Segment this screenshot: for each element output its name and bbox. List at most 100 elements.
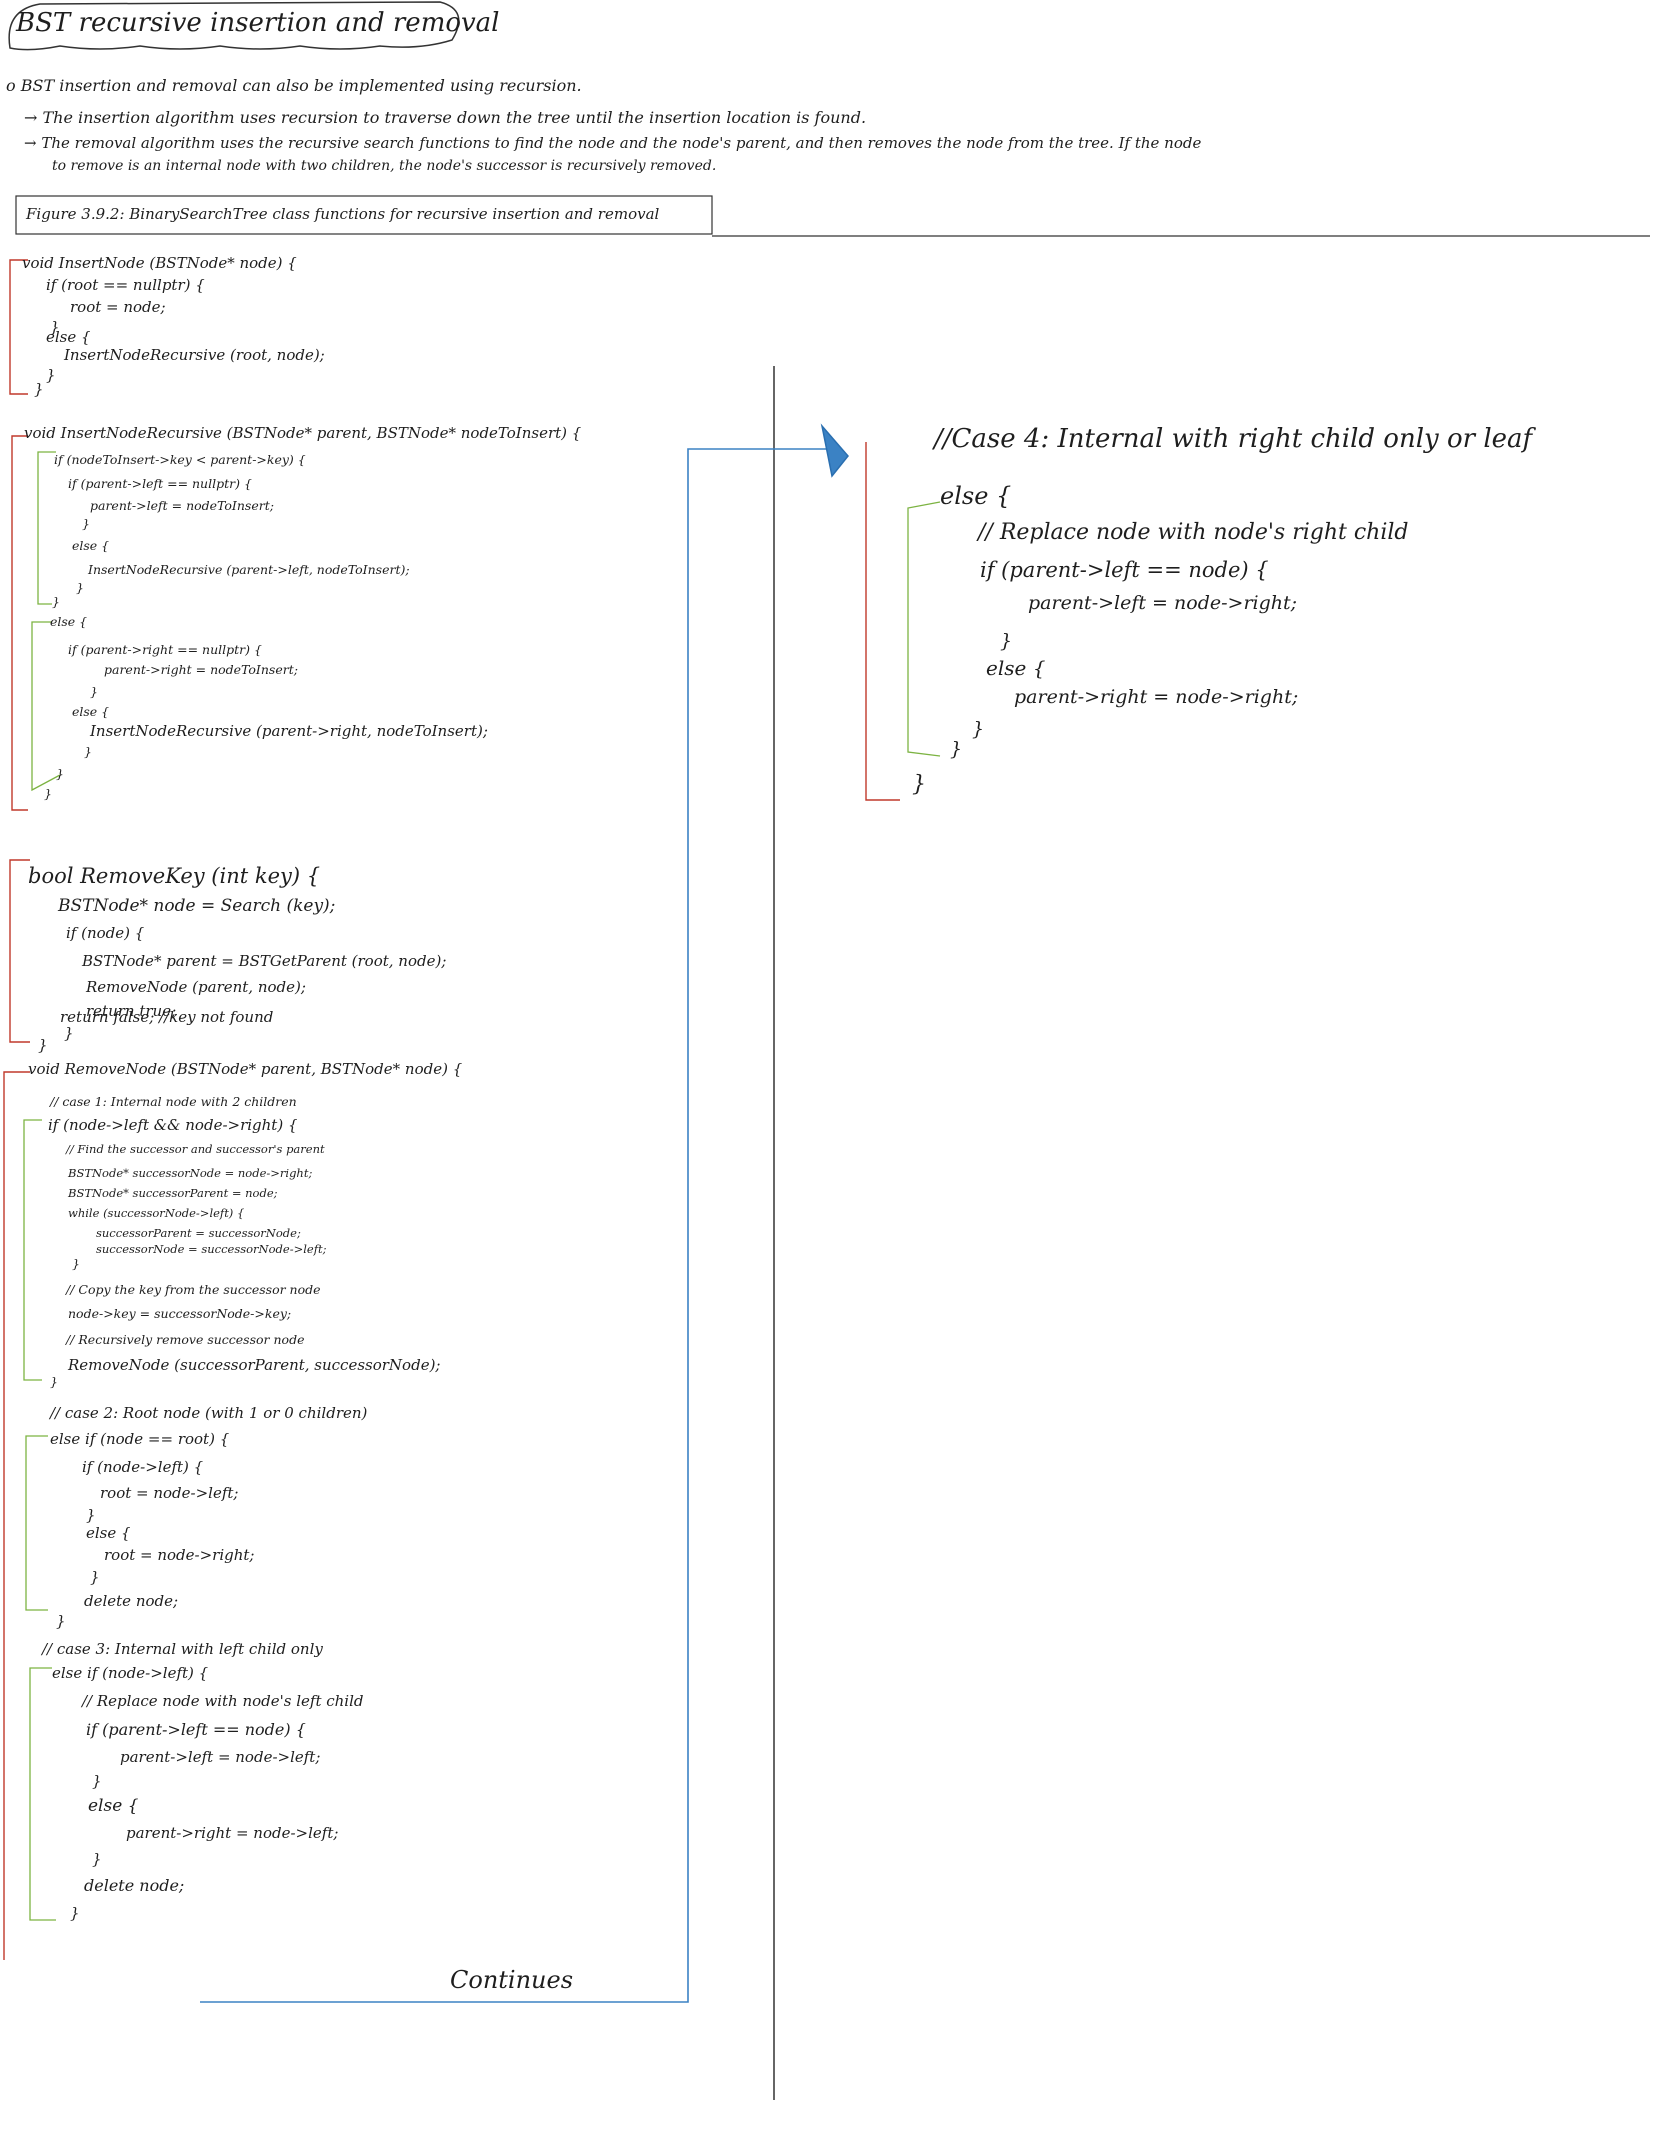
code-line: return false; //key not found [60, 1008, 274, 1026]
continues-label: Continues [450, 1966, 574, 1994]
code-line: bool RemoveKey (int key) { [28, 864, 321, 888]
code-line: // Find the successor and successor's pa… [66, 1142, 325, 1156]
code-line: delete node; [84, 1592, 179, 1610]
bracket-else-right [31, 621, 61, 792]
code-line: } [56, 766, 64, 781]
code-line: } [72, 1256, 80, 1271]
code-line: else { [72, 704, 110, 719]
code-line: } [84, 744, 92, 759]
code-line: parent->left = node->right; [1028, 592, 1298, 614]
code-line: root = node; [70, 298, 166, 316]
code-line: // case 2: Root node (with 1 or 0 childr… [50, 1404, 368, 1422]
code-line: //Case 4: Internal with right child only… [934, 424, 1533, 454]
code-line: else if (node->left) { [52, 1664, 209, 1682]
code-line: } [38, 1036, 48, 1054]
bracket-case2 [25, 1435, 48, 1611]
code-line: if (parent->left == node) { [980, 558, 1269, 582]
code-line: parent->right = node->right; [1014, 686, 1299, 708]
code-line: if (node->left && node->right) { [48, 1116, 298, 1134]
code-line: if (parent->left == node) { [86, 1720, 306, 1739]
code-line: } [972, 718, 985, 740]
figure-caption: Figure 3.9.2: BinarySearchTree class fun… [26, 205, 660, 223]
code-line: // case 1: Internal node with 2 children [50, 1094, 297, 1109]
code-line: void InsertNode (BSTNode* node) { [22, 254, 297, 272]
code-line: root = node->right; [104, 1546, 255, 1564]
intro-line-3: → The removal algorithm uses the recursi… [24, 134, 1202, 152]
code-line: if (root == nullptr) { [46, 276, 205, 294]
code-line: InsertNodeRecursive (parent->left, nodeT… [88, 562, 410, 577]
code-line: } [56, 1612, 66, 1630]
code-line: } [46, 366, 56, 384]
code-line: // Copy the key from the successor node [66, 1282, 321, 1297]
code-line: } [70, 1904, 80, 1922]
code-line: successorParent = successorNode; [96, 1226, 301, 1240]
code-line: } [912, 772, 926, 797]
code-line: } [90, 1568, 100, 1586]
code-line: else { [72, 538, 110, 553]
code-line: else { [50, 614, 88, 629]
arrow-head [820, 423, 849, 478]
code-line: } [90, 684, 98, 699]
bracket-case4-else [907, 501, 941, 757]
code-line: InsertNodeRecursive (parent->right, node… [90, 722, 488, 740]
bracket-insert-node [9, 259, 28, 395]
code-line: // case 3: Internal with left child only [42, 1640, 323, 1658]
code-line: BSTNode* node = Search (key); [58, 896, 336, 916]
intro-line-1: o BST insertion and removal can also be … [6, 76, 582, 95]
code-line: else { [88, 1796, 139, 1816]
code-line: parent->right = nodeToInsert; [104, 662, 298, 677]
code-line: parent->left = node->left; [120, 1748, 321, 1766]
code-line: parent->right = node->left; [126, 1824, 339, 1842]
code-line: } [1000, 630, 1013, 652]
code-line: parent->left = nodeToInsert; [90, 498, 274, 513]
code-line: if (node) { [66, 924, 145, 942]
code-line: else { [86, 1524, 131, 1542]
code-line: BSTNode* successorParent = node; [68, 1186, 278, 1200]
code-line: root = node->left; [100, 1484, 239, 1502]
bracket-if-less [37, 451, 56, 605]
code-line: if (node->left) { [82, 1458, 204, 1476]
code-line: successorNode = successorNode->left; [96, 1242, 327, 1256]
code-line: node->key = successorNode->key; [68, 1306, 292, 1321]
code-line: if (nodeToInsert->key < parent->key) { [54, 452, 306, 467]
code-line: } [44, 786, 52, 801]
code-line: while (successorNode->left) { [68, 1206, 245, 1220]
code-line: } [92, 1850, 102, 1868]
code-line: InsertNodeRecursive (root, node); [64, 346, 325, 364]
title-bubble [8, 1, 460, 51]
code-line: else { [940, 482, 1012, 510]
code-line: else { [46, 328, 91, 346]
code-line: } [950, 738, 963, 760]
bracket-case1 [23, 1119, 42, 1381]
bracket-case4-function [865, 442, 900, 801]
bracket-case3 [29, 1667, 56, 1921]
code-line: } [52, 594, 60, 609]
intro-line-4: to remove is an internal node with two c… [52, 158, 717, 174]
code-line: void InsertNodeRecursive (BSTNode* paren… [24, 424, 582, 442]
code-line: else if (node == root) { [50, 1430, 230, 1448]
bracket-remove-node [3, 1071, 30, 1960]
code-line: } [34, 380, 44, 398]
intro-line-2: → The insertion algorithm uses recursion… [24, 108, 867, 127]
code-line: if (parent->left == nullptr) { [68, 476, 252, 491]
code-line: // Replace node with node's right child [978, 520, 1409, 545]
code-line: // Recursively remove successor node [66, 1332, 305, 1347]
code-line: void RemoveNode (BSTNode* parent, BSTNod… [28, 1060, 463, 1078]
code-line: if (parent->right == nullptr) { [68, 642, 262, 657]
code-line: BSTNode* successorNode = node->right; [68, 1166, 313, 1180]
code-line: } [92, 1772, 102, 1790]
code-line: else { [986, 656, 1046, 680]
code-line: } [50, 318, 60, 336]
bracket-remove-key [9, 859, 30, 1043]
code-line: } [82, 516, 90, 531]
code-line: } [86, 1506, 96, 1524]
code-line: RemoveNode (successorParent, successorNo… [68, 1356, 441, 1374]
code-line: return true; [86, 1002, 177, 1020]
code-line: delete node; [84, 1876, 185, 1895]
code-line: // Replace node with node's left child [82, 1692, 364, 1710]
code-line: RemoveNode (parent, node); [86, 978, 306, 996]
code-line: } [76, 580, 84, 595]
page-title: BST recursive insertion and removal [16, 8, 500, 38]
code-line: BSTNode* parent = BSTGetParent (root, no… [82, 952, 447, 970]
